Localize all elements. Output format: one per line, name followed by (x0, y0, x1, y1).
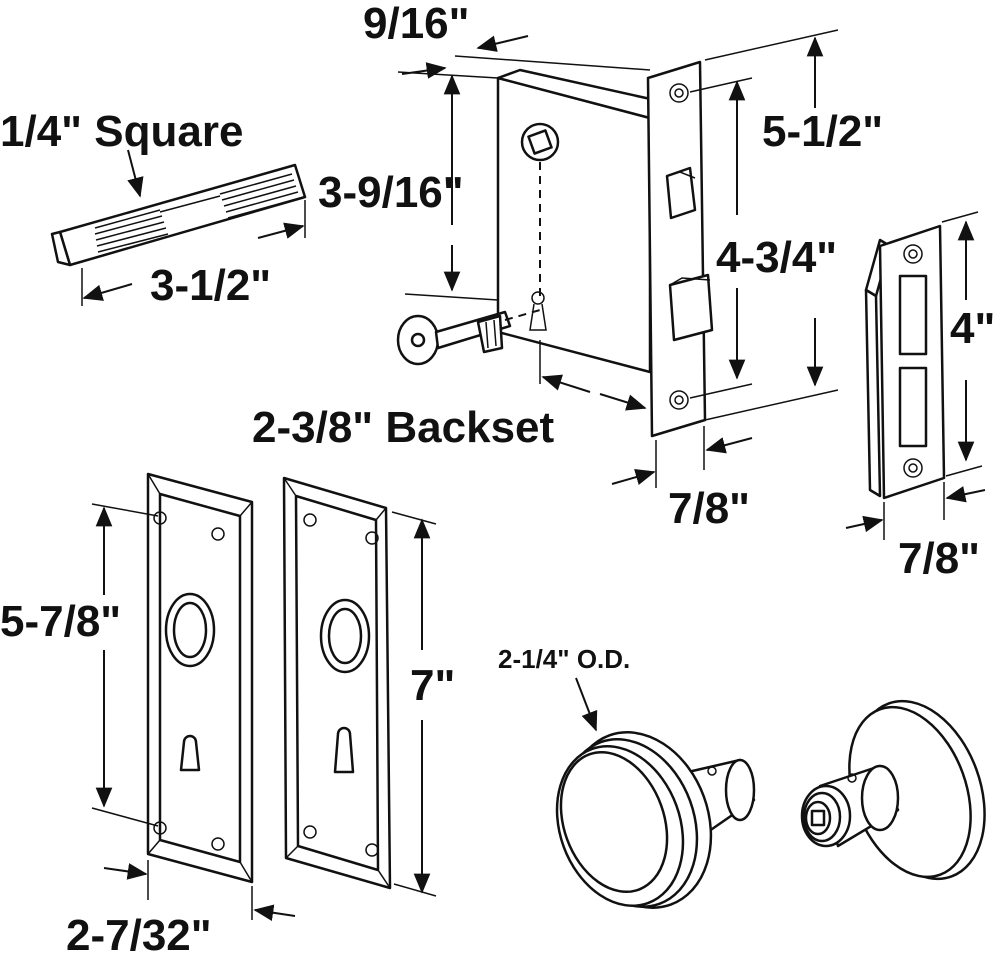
escutcheon-plate-left (146, 472, 254, 884)
screw-icon (669, 83, 689, 103)
lock-height-label: 3-9/16" (318, 168, 464, 217)
screw-icon (153, 821, 167, 835)
spindle-knurling (94, 173, 301, 253)
strike-width-label: 7/8" (898, 534, 980, 583)
arrow-icon (611, 469, 656, 486)
arrow-icon (401, 62, 447, 79)
escutcheon-plate-right (282, 476, 392, 890)
arrow-icon (82, 283, 133, 301)
arrow-icon (575, 677, 598, 732)
arrow-icon (127, 149, 144, 198)
backset-label: 2-3/8" Backset (252, 403, 555, 452)
plate-height-label: 7" (410, 661, 455, 710)
mortise-lock-body (496, 68, 657, 374)
screw-icon (903, 244, 923, 264)
strike-plate (864, 224, 946, 500)
arrow-icon (476, 35, 529, 52)
faceplate-width-label: 7/8" (668, 484, 750, 533)
screw-icon (303, 513, 317, 527)
screw-icon (669, 390, 689, 410)
knob-diameter-label: 2-1/4" O.D. (498, 644, 630, 674)
screw-icon (211, 837, 225, 851)
screw-icon (365, 531, 379, 545)
screw-icon (903, 458, 923, 478)
plate-inner-height-label: 5-7/8" (0, 597, 121, 646)
spindle-square-label: 1/4" Square (0, 107, 243, 156)
spindle-length-label: 3-1/2" (150, 261, 271, 310)
arrow-icon (103, 863, 148, 880)
lock-faceplate (646, 60, 714, 438)
door-knob-back (800, 699, 986, 881)
keyhole-icon (333, 726, 355, 774)
arrow-icon (599, 393, 647, 411)
door-knob-front (555, 731, 756, 909)
screw-icon (211, 527, 225, 541)
screw-icon (153, 511, 167, 525)
spindle (50, 163, 307, 267)
screw-spacing-label: 4-3/4" (716, 233, 837, 282)
arrow-icon (705, 437, 753, 454)
arrow-icon (541, 374, 591, 393)
key-icon (396, 310, 512, 366)
arrow-icon (253, 904, 296, 921)
arrow-icon (945, 486, 986, 503)
lock-depth-label: 9/16" (363, 0, 470, 48)
arrow-icon (845, 515, 884, 533)
plate-width-label: 2-7/32" (66, 911, 212, 959)
screw-icon (365, 843, 379, 857)
strike-height-label: 4" (950, 304, 995, 353)
arrow-icon (257, 222, 305, 239)
keyhole-icon (179, 734, 201, 772)
faceplate-height-label: 5-1/2" (762, 107, 883, 156)
screw-icon (303, 825, 317, 839)
